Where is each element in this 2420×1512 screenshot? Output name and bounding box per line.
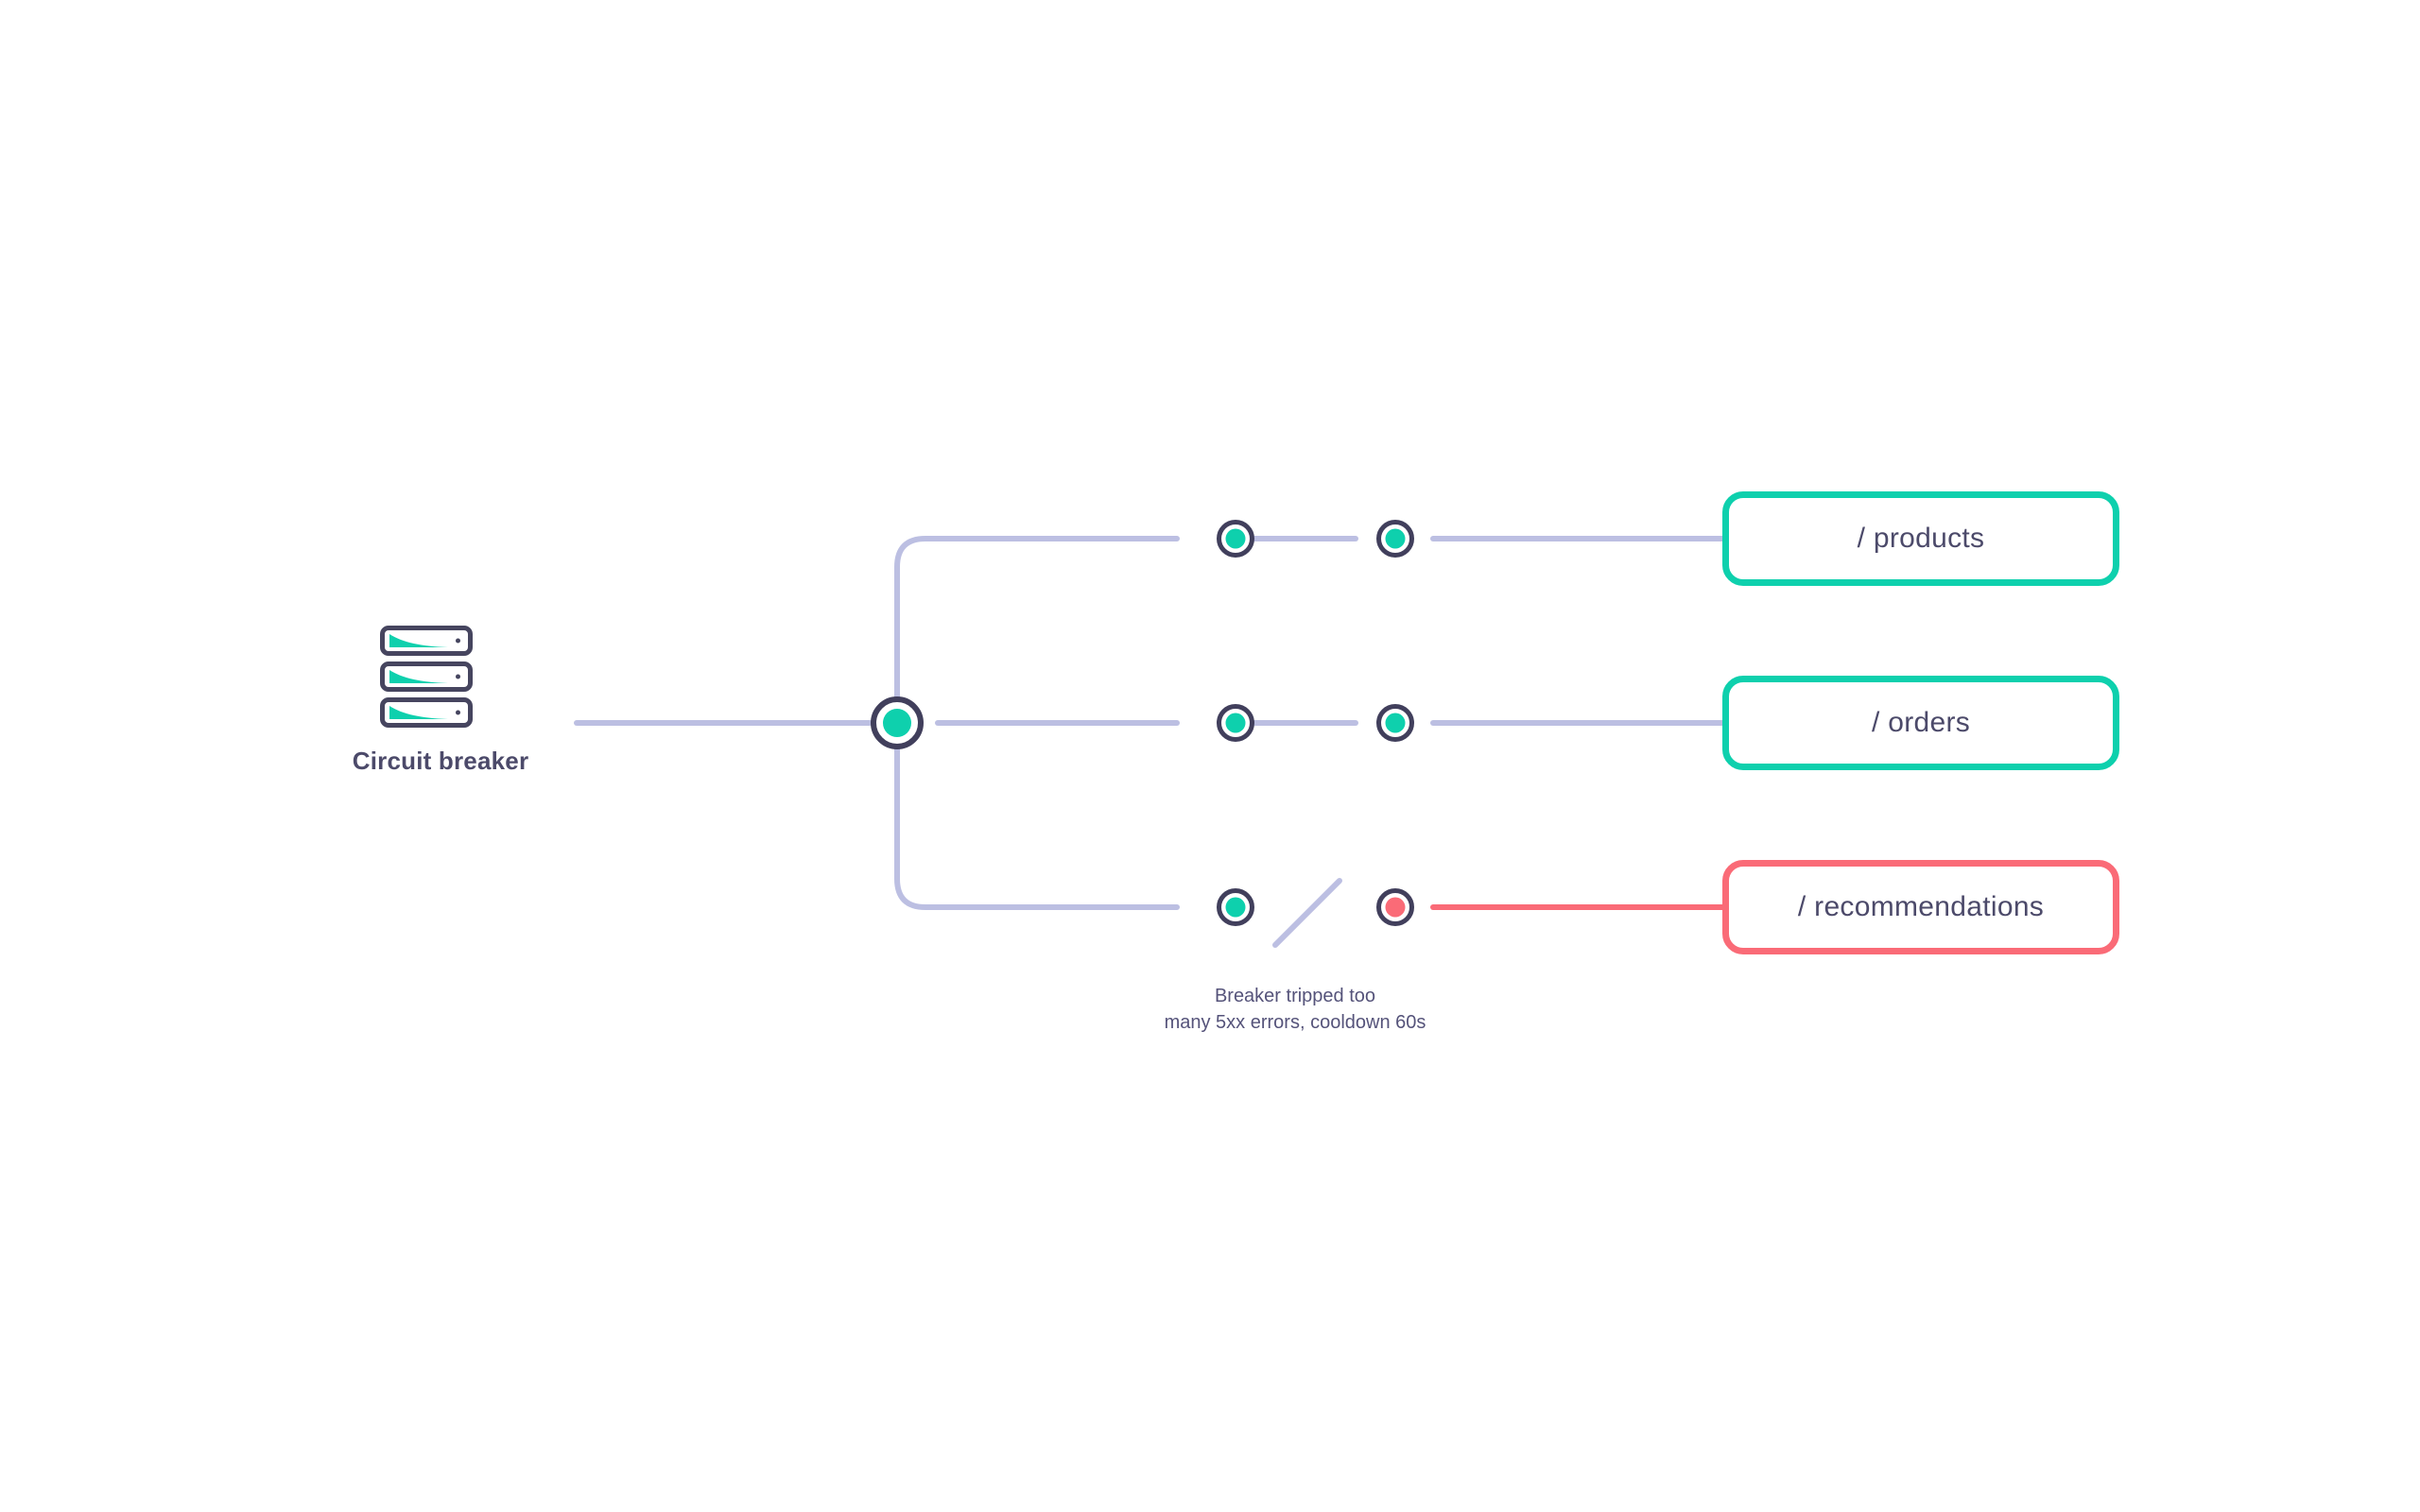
server-stack-icon <box>380 626 493 728</box>
breaker-annotation: Breaker tripped too many 5xx errors, coo… <box>1078 983 1512 1037</box>
source-label: Circuit breaker <box>352 747 529 775</box>
wire-trunk-to-recommendations <box>894 720 1180 910</box>
annotation-line-1: Breaker tripped too <box>1214 986 1376 1006</box>
server-slot <box>380 697 473 728</box>
server-activity-wedge-icon <box>389 706 448 719</box>
endpoint-pill-recommendations[interactable]: / recommendations <box>1722 860 2119 954</box>
products-node-1[interactable] <box>1217 520 1254 558</box>
node-core <box>1385 713 1406 733</box>
recommendations-node-2-failed[interactable] <box>1376 888 1414 926</box>
broken-link-slash-icon <box>1272 878 1342 948</box>
recommendations-node-1[interactable] <box>1217 888 1254 926</box>
endpoint-label: / recommendations <box>1797 891 2045 922</box>
server-led-icon <box>456 710 460 715</box>
node-core <box>883 709 911 737</box>
annotation-line-2: many 5xx errors, cooldown 60s <box>1164 1012 1426 1034</box>
server-slot <box>380 662 473 692</box>
node-core <box>1225 528 1246 549</box>
orders-node-2[interactable] <box>1376 704 1414 742</box>
products-node-2[interactable] <box>1376 520 1414 558</box>
orders-node-1[interactable] <box>1217 704 1254 742</box>
source-group: Circuit breaker <box>353 626 528 775</box>
server-led-icon <box>456 674 460 679</box>
endpoint-label: / orders <box>1871 707 1971 738</box>
node-core <box>1225 897 1246 918</box>
endpoint-label: / products <box>1857 523 1985 554</box>
node-core <box>1225 713 1246 733</box>
server-activity-wedge-icon <box>389 634 448 647</box>
server-slot <box>380 626 473 656</box>
endpoint-pill-products[interactable]: / products <box>1722 491 2119 586</box>
endpoint-pill-orders[interactable]: / orders <box>1722 676 2119 770</box>
wire-trunk-to-products <box>894 536 1180 726</box>
node-core <box>1385 897 1406 918</box>
server-led-icon <box>456 638 460 644</box>
node-core <box>1385 528 1406 549</box>
breaker-hub-node[interactable] <box>871 696 924 749</box>
server-activity-wedge-icon <box>389 670 448 683</box>
